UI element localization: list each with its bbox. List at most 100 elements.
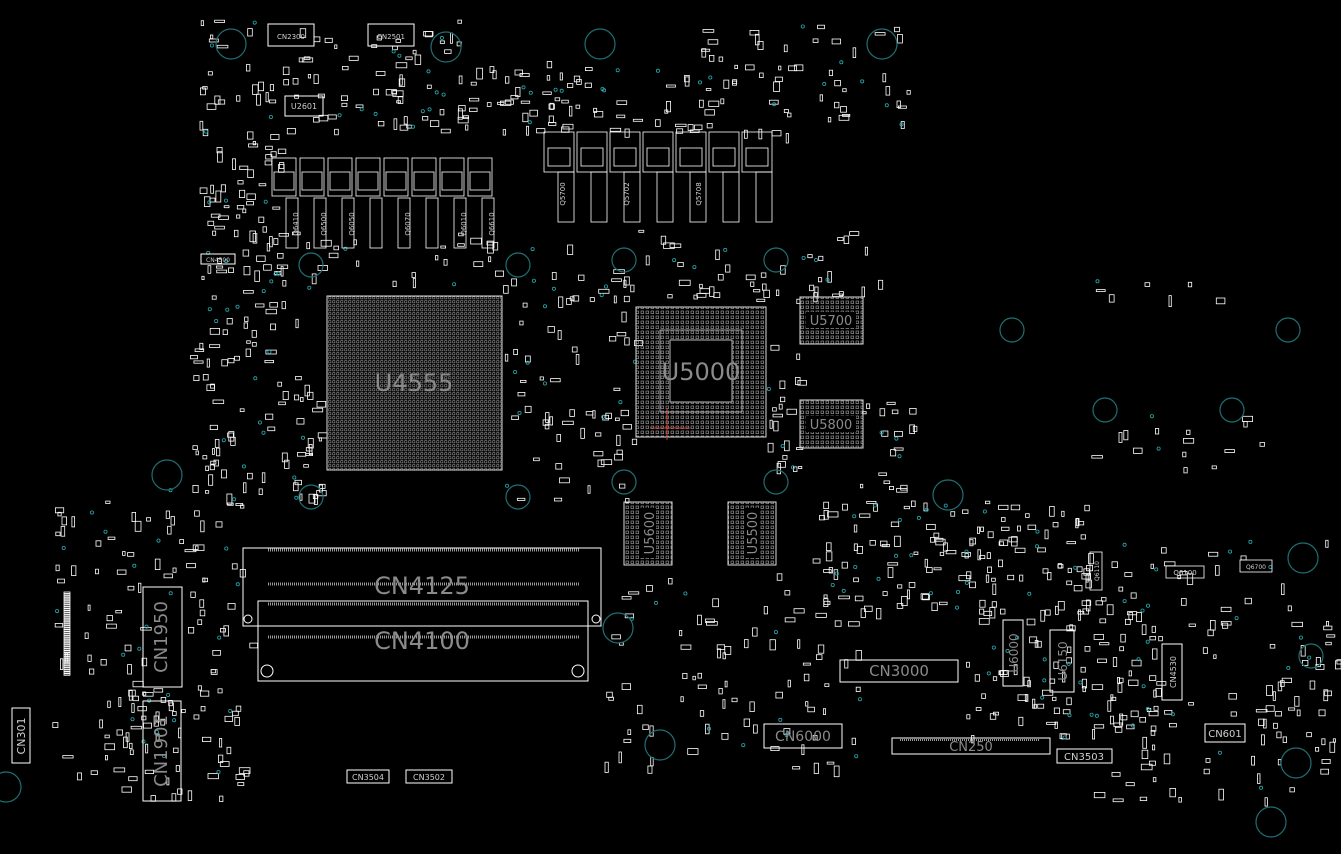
passive-component — [592, 410, 596, 419]
cn3503-connector[interactable]: CN3503 — [1056, 748, 1113, 764]
passive-component — [1026, 618, 1036, 626]
passive-component — [805, 701, 809, 707]
passive-component — [1029, 636, 1038, 644]
via — [825, 277, 830, 282]
u2601-ic[interactable]: U2601 — [284, 95, 324, 117]
cn4100-dimm-connector[interactable]: CN4100 — [257, 600, 589, 682]
passive-component — [226, 746, 232, 755]
passive-component — [801, 744, 805, 755]
passive-component — [1186, 429, 1191, 435]
passive-component — [1047, 572, 1052, 581]
passive-component — [208, 344, 221, 348]
passive-component — [544, 423, 550, 430]
u5500-memory-chip[interactable]: U5500 — [727, 501, 777, 566]
via — [253, 376, 258, 381]
passive-component — [1125, 618, 1131, 625]
u4555-bga-chip[interactable]: U4555 — [326, 295, 503, 471]
cn4125-dimm-connector[interactable]: CN4125 — [242, 547, 602, 627]
passive-component — [1152, 777, 1157, 783]
cn1901-connector[interactable]: CN1901 — [142, 700, 182, 802]
q6100-mosfet[interactable]: Q6100 — [1165, 565, 1205, 579]
passive-component — [555, 463, 563, 470]
passive-component — [575, 353, 580, 365]
passive-component — [620, 409, 629, 417]
u6150-ic[interactable]: U6150 — [1049, 629, 1075, 693]
cn1950-connector[interactable]: CN1950 — [142, 586, 183, 688]
u5700-label: U5700 — [810, 314, 853, 329]
passive-component — [1140, 763, 1153, 771]
passive-component — [1097, 658, 1107, 663]
passive-component — [797, 639, 801, 649]
passive-component — [837, 237, 844, 242]
passive-component — [106, 615, 113, 622]
cn601-connector[interactable]: CN601 — [1204, 723, 1246, 743]
u5700-memory-chip[interactable]: U5700 — [799, 296, 864, 345]
passive-component — [1025, 513, 1030, 518]
cn2501-connector[interactable]: CN2501 — [367, 23, 415, 47]
q6070-mosfet[interactable]: Q6070 — [404, 212, 412, 235]
cn2300-label: CN2300 — [277, 33, 305, 41]
q5708-mosfet[interactable]: Q5708 — [695, 182, 703, 205]
passive-component — [637, 704, 643, 715]
passive-component — [547, 326, 555, 333]
q6700-label: Q6700 — [1246, 564, 1266, 571]
cn3502-connector[interactable]: CN3502 — [405, 769, 453, 784]
cn4530-connector[interactable]: CN4530 — [1161, 643, 1183, 701]
passive-component — [473, 261, 484, 268]
cn301-connector[interactable]: CN301 — [11, 707, 31, 764]
cn250-connector[interactable]: CN250 — [891, 737, 1051, 755]
passive-component — [129, 749, 134, 756]
passive-component — [797, 379, 807, 386]
mosfet-outline — [355, 157, 381, 197]
cn2300-connector[interactable]: CN2300 — [267, 23, 315, 47]
cn6000-connector[interactable]: CN6000 — [763, 723, 843, 749]
passive-component — [706, 621, 718, 626]
passive-component — [127, 585, 135, 591]
passive-component — [511, 415, 519, 420]
q6410-mosfet[interactable]: Q6410 — [292, 212, 300, 235]
via — [599, 293, 604, 298]
passive-component — [757, 41, 764, 50]
u6000-ic[interactable]: U6000 — [1002, 619, 1024, 687]
via — [1094, 713, 1099, 718]
passive-component — [687, 124, 694, 131]
passive-component — [609, 335, 617, 342]
passive-component — [783, 44, 788, 53]
passive-component — [405, 56, 413, 61]
passive-component — [898, 105, 907, 109]
passive-component — [1084, 646, 1091, 652]
passive-component — [803, 673, 810, 682]
mosfet-outline — [383, 157, 409, 197]
via — [359, 107, 364, 112]
cn3000-connector[interactable]: CN3000 — [839, 659, 959, 683]
q5702-mosfet[interactable]: Q5702 — [623, 182, 631, 205]
passive-component — [52, 722, 59, 728]
passive-component — [834, 80, 841, 87]
passive-component — [130, 725, 142, 730]
u5600-memory-chip[interactable]: U5600 — [623, 501, 673, 566]
q5700-mosfet[interactable]: Q5700 — [559, 182, 567, 205]
q6700-mosfet[interactable]: Q6700 — [1239, 559, 1273, 573]
passive-component — [1095, 289, 1106, 293]
passive-component — [569, 296, 575, 301]
q6500-mosfet[interactable]: Q6500 — [320, 212, 328, 235]
passive-component — [834, 620, 842, 627]
u5000-bga-chip[interactable]: U5000 — [635, 306, 767, 440]
passive-component — [1177, 575, 1182, 580]
mosfet-outline — [745, 147, 769, 167]
passive-component — [224, 715, 233, 722]
passive-component — [1153, 689, 1157, 698]
q6110-mosfet[interactable]: Q6110 — [1089, 551, 1103, 591]
q6610-mosfet[interactable]: Q6610 — [488, 212, 496, 235]
q6050-mosfet[interactable]: Q6050 — [348, 212, 356, 235]
passive-component — [854, 595, 864, 602]
passive-component — [333, 245, 339, 251]
passive-component — [105, 500, 111, 504]
u5800-memory-chip[interactable]: U5800 — [799, 399, 864, 449]
cn3504-connector[interactable]: CN3504 — [346, 769, 390, 784]
passive-component — [743, 718, 750, 727]
cn4500-connector[interactable]: CN4500 — [200, 253, 236, 265]
passive-component — [1088, 553, 1094, 565]
passive-component — [127, 552, 135, 557]
q6010-mosfet[interactable]: Q6010 — [460, 212, 468, 235]
